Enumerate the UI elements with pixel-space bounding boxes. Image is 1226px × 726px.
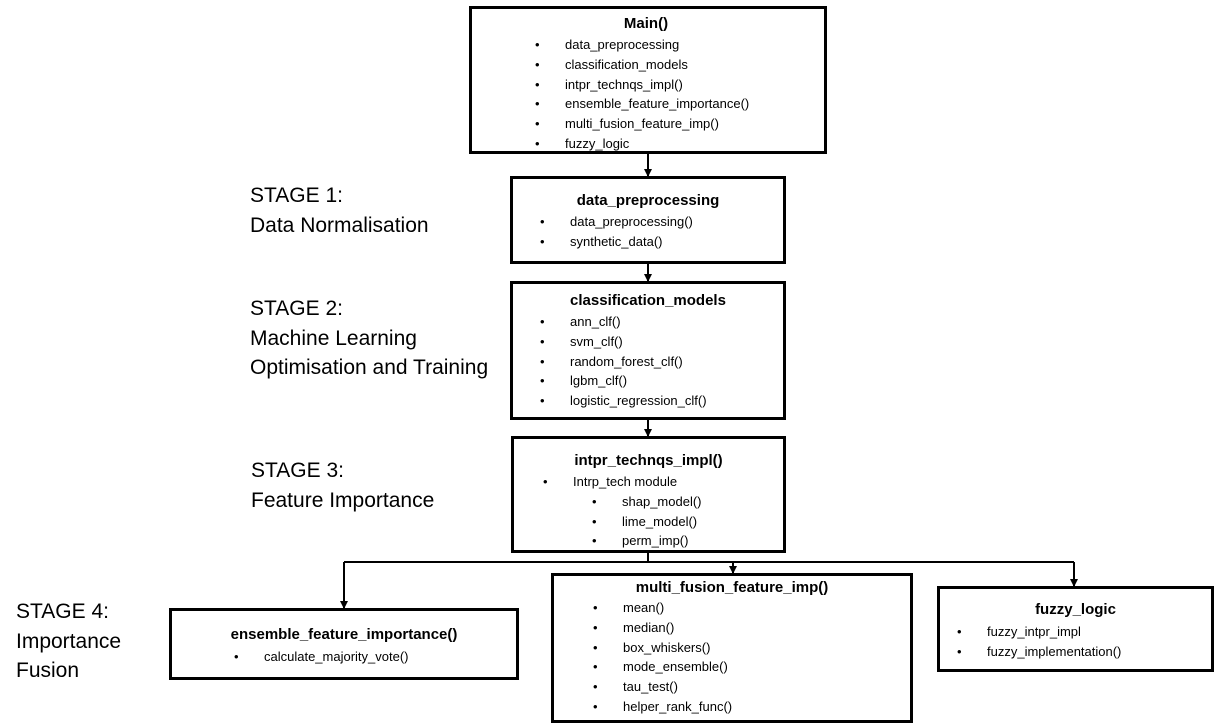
stage-3-description: Feature Importance (251, 488, 435, 512)
stage-2-label: STAGE 2: Machine Learning Optimisation a… (250, 294, 488, 383)
intrp-tech-module-label: Intrp_tech module (573, 474, 678, 489)
classification-models-item: ann_clf() (540, 312, 707, 332)
stage-1-heading: STAGE 1: (250, 184, 343, 207)
intrp-tech-module-item: Intrp_tech module shap_model() lime_mode… (543, 472, 702, 551)
ensemble-feature-importance-item: calculate_majority_vote() (234, 647, 409, 667)
multi-fusion-item: median() (593, 618, 732, 638)
data-preprocessing-item-list: data_preprocessing() synthetic_data() (540, 212, 693, 252)
classification-models-box: classification_models ann_clf() svm_clf(… (510, 281, 786, 420)
main-item: data_preprocessing (535, 35, 749, 55)
multi-fusion-feature-imp-item-list: mean() median() box_whiskers() mode_ense… (593, 598, 732, 717)
stage-2-description-line-2: Optimisation and Training (250, 356, 489, 379)
multi-fusion-item: mode_ensemble() (593, 657, 732, 677)
stage-1-label: STAGE 1: Data Normalisation (250, 181, 429, 240)
fuzzy-logic-item: fuzzy_intpr_impl (957, 622, 1121, 642)
main-box: Main() data_preprocessing classification… (469, 6, 827, 154)
classification-models-item: random_forest_clf() (540, 352, 707, 372)
intrp-tech-subitem: perm_imp() (543, 531, 702, 551)
fuzzy-logic-box: fuzzy_logic fuzzy_intpr_impl fuzzy_imple… (937, 586, 1214, 672)
classification-models-item: logistic_regression_clf() (540, 391, 707, 411)
data-preprocessing-item: synthetic_data() (540, 232, 693, 252)
multi-fusion-item: mean() (593, 598, 732, 618)
intrp-tech-subitem: lime_model() (543, 512, 702, 532)
stage-2-heading: STAGE 2: (250, 297, 343, 320)
multi-fusion-item: tau_test() (593, 677, 732, 697)
main-item: ensemble_feature_importance() (535, 94, 749, 114)
multi-fusion-feature-imp-box: multi_fusion_feature_imp() mean() median… (551, 573, 913, 723)
stage-4-description-line-1: Importance (16, 629, 122, 653)
main-item: classification_models (535, 55, 749, 75)
data-preprocessing-item: data_preprocessing() (540, 212, 693, 232)
ensemble-feature-importance-box: ensemble_feature_importance() calculate_… (169, 608, 519, 680)
main-title: Main() (623, 15, 669, 32)
data-preprocessing-title: data_preprocessing (576, 192, 720, 209)
main-item-list: data_preprocessing classification_models… (535, 35, 749, 154)
fuzzy-logic-title: fuzzy_logic (1035, 601, 1116, 618)
fuzzy-logic-item: fuzzy_implementation() (957, 642, 1121, 662)
multi-fusion-item: helper_rank_func() (593, 697, 732, 717)
stage-2-description-line-1: Machine Learning (250, 326, 417, 350)
main-item: fuzzy_logic (535, 134, 749, 154)
classification-models-item-list: ann_clf() svm_clf() random_forest_clf() … (540, 312, 707, 411)
main-item: multi_fusion_feature_imp() (535, 114, 749, 134)
ensemble-feature-importance-item-list: calculate_majority_vote() (234, 647, 409, 667)
intrp-tech-subitem: shap_model() (543, 492, 702, 512)
multi-fusion-item: box_whiskers() (593, 638, 732, 658)
multi-fusion-feature-imp-title: multi_fusion_feature_imp() (635, 579, 829, 596)
intpr-technqs-impl-box: intpr_technqs_impl() Intrp_tech module s… (511, 436, 786, 553)
stage-1-description: Data Normalisation (250, 213, 429, 237)
ensemble-feature-importance-title: ensemble_feature_importance() (230, 626, 458, 643)
classification-models-item: svm_clf() (540, 332, 707, 352)
main-item: intpr_technqs_impl() (535, 75, 749, 95)
classification-models-title: classification_models (570, 292, 726, 309)
intpr-technqs-impl-item-list: Intrp_tech module shap_model() lime_mode… (543, 472, 702, 551)
stage-4-heading: STAGE 4: (16, 600, 109, 623)
classification-models-item: lgbm_clf() (540, 371, 707, 391)
stage-3-label: STAGE 3: Feature Importance (251, 456, 434, 515)
stage-4-label: STAGE 4: Importance Fusion (16, 597, 121, 686)
stage-3-heading: STAGE 3: (251, 459, 344, 482)
fuzzy-logic-item-list: fuzzy_intpr_impl fuzzy_implementation() (957, 622, 1121, 662)
data-preprocessing-box: data_preprocessing data_preprocessing() … (510, 176, 786, 264)
intpr-technqs-impl-title: intpr_technqs_impl() (574, 452, 723, 469)
intrp-tech-module-sublist: shap_model() lime_model() perm_imp() (543, 492, 702, 551)
stage-4-description-line-2: Fusion (16, 659, 80, 682)
